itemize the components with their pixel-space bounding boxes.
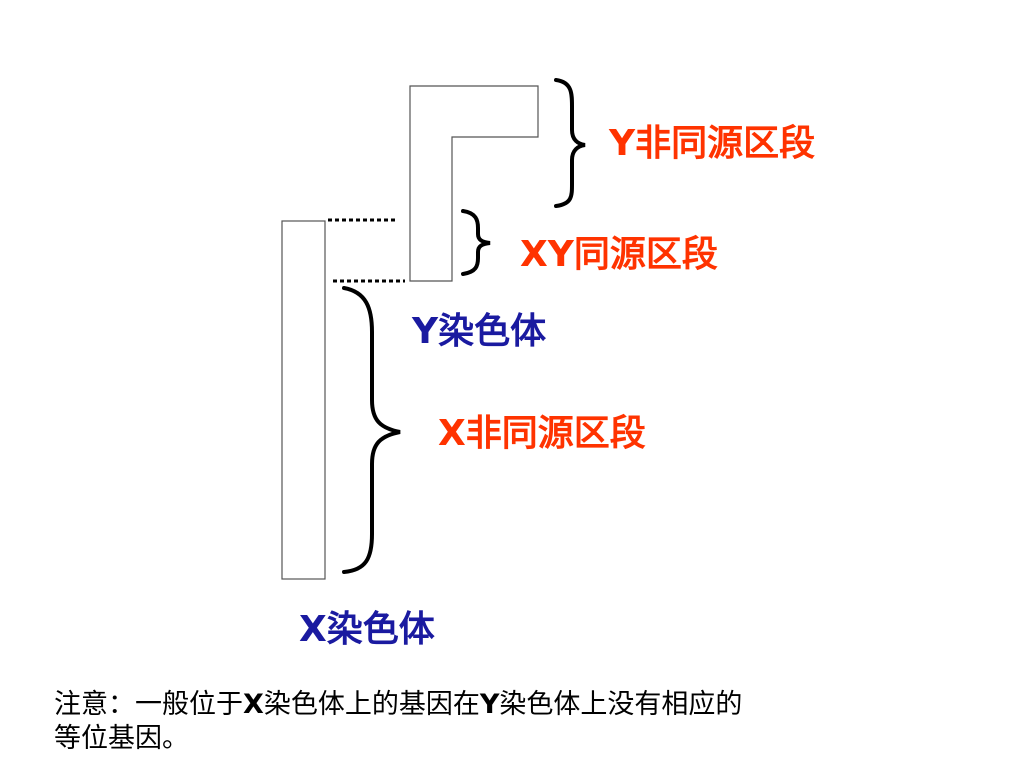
x-non-homologous-brace xyxy=(342,286,401,574)
note-text: 注意：一般位于X染色体上的基因在Y染色体上没有相应的 等位基因。 xyxy=(54,688,954,756)
label-y-non-homologous: Y非同源区段 xyxy=(609,123,816,164)
y-non-homologous-brace xyxy=(554,78,586,208)
label-y-chromosome: Y染色体 xyxy=(412,311,547,352)
label-x-chromosome: X染色体 xyxy=(299,609,435,650)
note-y-letter: Y xyxy=(479,689,500,720)
note-part1: 注意：一般位于 xyxy=(54,689,243,720)
note-line2: 等位基因。 xyxy=(54,723,189,754)
label-xy-homologous: XY同源区段 xyxy=(520,234,718,275)
note-part3: 染色体上没有相应的 xyxy=(499,689,743,720)
x-chromosome-shape xyxy=(281,220,326,580)
note-part2: 染色体上的基因在 xyxy=(263,689,480,720)
note-x-letter: X xyxy=(243,689,264,720)
y-chromosome-shape xyxy=(409,85,539,282)
xy-homologous-brace xyxy=(461,209,491,276)
label-x-non-homologous: X非同源区段 xyxy=(438,413,646,454)
